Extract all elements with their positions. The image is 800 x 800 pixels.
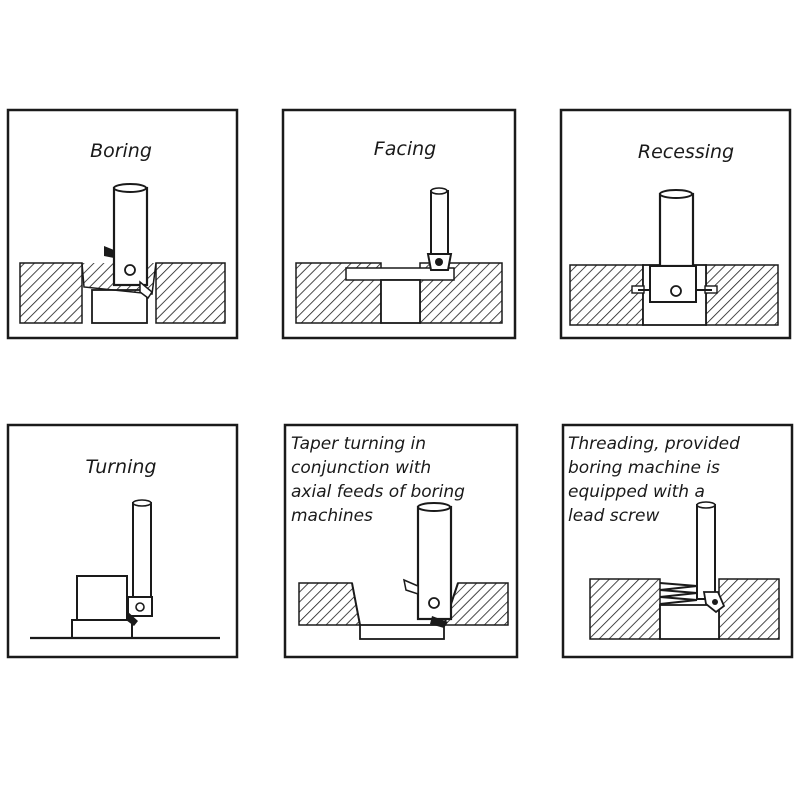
panel-threading: Threading, provided boring machine is eq… bbox=[561, 423, 794, 659]
panel-taper-turning: Taper turning in conjunction with axial … bbox=[283, 423, 519, 659]
cutting-tool bbox=[104, 246, 153, 300]
panel-label-boring: Boring bbox=[90, 140, 152, 162]
panel-recessing: Recessing bbox=[559, 108, 792, 340]
panel-label-turning: Turning bbox=[86, 456, 157, 478]
threading-bar bbox=[696, 501, 726, 614]
panel-label-threading-line-3: equipped with a bbox=[568, 482, 705, 502]
panel-label-threading-line-1: Threading, provided bbox=[568, 434, 740, 454]
panel-turning: Turning bbox=[6, 423, 239, 659]
workpiece bbox=[589, 578, 780, 640]
panel-label-taper-line-2: conjunction with bbox=[291, 458, 431, 478]
panel-label-threading-line-2: boring machine is bbox=[568, 458, 720, 478]
panel-label-taper-line-1: Taper turning in bbox=[291, 434, 426, 454]
panel-facing: Facing bbox=[281, 108, 517, 340]
turning-bar bbox=[126, 499, 153, 626]
facing-bar bbox=[426, 187, 453, 271]
recessing-bar bbox=[638, 189, 712, 303]
workpiece bbox=[295, 262, 503, 324]
panel-label-threading-line-4: lead screw bbox=[568, 506, 659, 526]
panel-boring: Boring bbox=[6, 108, 239, 340]
panel-label-recessing: Recessing bbox=[638, 141, 734, 163]
panel-label-taper-line-3: axial feeds of boring bbox=[291, 482, 465, 502]
workpiece bbox=[298, 582, 509, 640]
panel-label-facing: Facing bbox=[374, 138, 436, 160]
boring-bar bbox=[112, 183, 149, 287]
workpiece bbox=[30, 575, 220, 640]
panel-label-taper-line-4: machines bbox=[291, 506, 373, 526]
taper-bar bbox=[402, 502, 453, 628]
